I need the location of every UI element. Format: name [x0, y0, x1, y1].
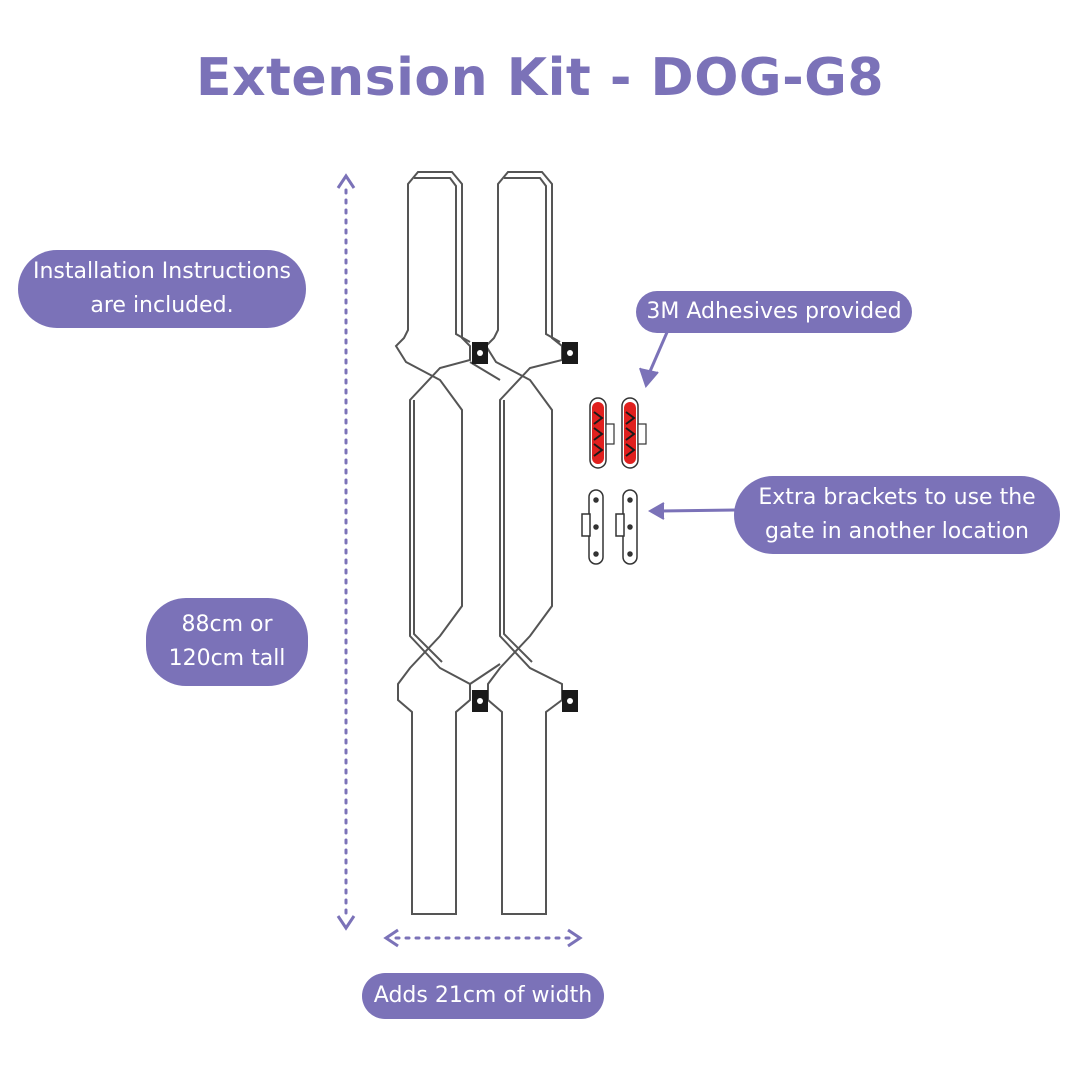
- brackets-line-1: Extra brackets to use the: [758, 485, 1036, 510]
- height-line-2: 120cm tall: [168, 646, 286, 671]
- brackets-line-2: gate in another location: [765, 519, 1029, 544]
- gate-hinge-blocks: [472, 342, 578, 712]
- width-callout: Adds 21cm of width: [362, 973, 604, 1019]
- adhesives-pointer: [639, 329, 670, 388]
- adhesive-strip-icon: [589, 397, 647, 469]
- brackets-pointer: [647, 502, 737, 520]
- wall-bracket-icon: [581, 489, 638, 565]
- vertical-dimension-arrow-icon: [336, 173, 356, 931]
- adhesives-callout: 3M Adhesives provided: [636, 291, 912, 333]
- gate-panel-icon: [394, 171, 563, 915]
- height-line-1: 88cm or: [181, 612, 273, 637]
- instructions-callout: Installation Instructions are included.: [18, 250, 306, 328]
- width-label: Adds 21cm of width: [373, 983, 593, 1008]
- instructions-line-1: Installation Instructions: [32, 259, 292, 284]
- brackets-callout: Extra brackets to use the gate in anothe…: [734, 476, 1060, 554]
- height-callout: 88cm or 120cm tall: [146, 598, 308, 686]
- instructions-line-2: are included.: [90, 293, 234, 318]
- page-title: Extension Kit - DOG-G8: [195, 48, 885, 108]
- horizontal-dimension-arrow-icon: [383, 928, 583, 948]
- adhesives-label: 3M Adhesives provided: [646, 299, 902, 324]
